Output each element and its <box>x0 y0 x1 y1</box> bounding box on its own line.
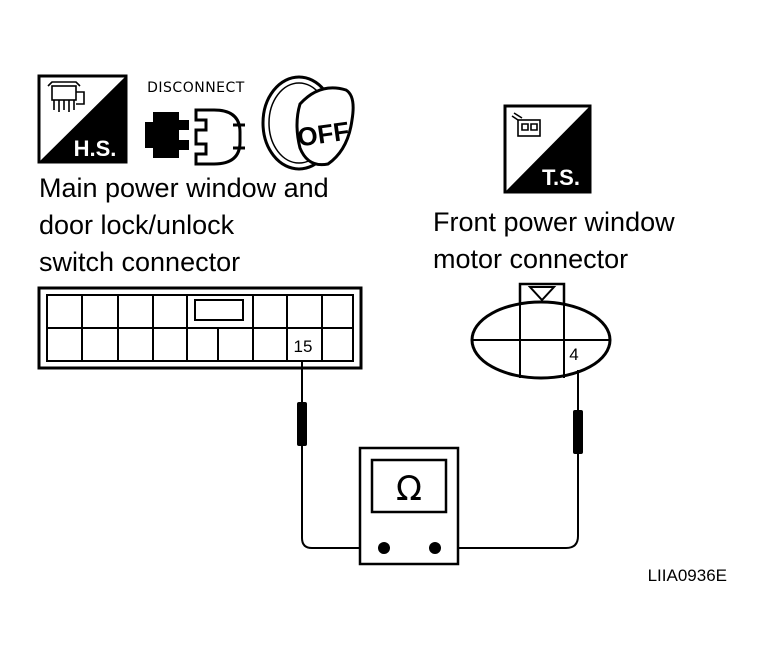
disconnect-icon: DISCONNECT <box>145 80 245 166</box>
left-title-line-2: door lock/unlock <box>39 210 235 240</box>
terminal-15-label: 15 <box>294 337 313 356</box>
ignition-off-icon: OFF <box>261 75 355 171</box>
motor-connector: 4 <box>470 282 612 380</box>
disconnect-label: DISCONNECT <box>147 80 245 96</box>
terminal-side-label: T.S. <box>542 165 580 190</box>
main-switch-connector: 15 <box>37 286 363 370</box>
right-title-line-2: motor connector <box>433 244 629 274</box>
left-title-line-3: switch connector <box>39 247 241 277</box>
right-title-line-1: Front power window <box>433 207 675 237</box>
harness-side-label: H.S. <box>74 136 117 161</box>
terminal-side-icon: T.S. <box>503 104 592 194</box>
left-title-line-1: Main power window and <box>39 173 329 203</box>
figure-code: LIIA0936E <box>648 566 727 585</box>
ignition-off-label: OFF <box>295 116 351 153</box>
meter-terminal-left <box>378 542 390 554</box>
terminal-4-label: 4 <box>569 345 578 364</box>
harness-side-icon: H.S. <box>37 74 128 164</box>
right-connector-title: Front power window motor connector <box>433 204 675 278</box>
ohmmeter: Ω <box>358 446 460 566</box>
ohm-symbol: Ω <box>396 469 422 509</box>
left-probe <box>297 362 383 549</box>
meter-terminal-right <box>429 542 441 554</box>
right-probe <box>436 370 583 549</box>
left-connector-title: Main power window and door lock/unlock s… <box>39 170 329 281</box>
